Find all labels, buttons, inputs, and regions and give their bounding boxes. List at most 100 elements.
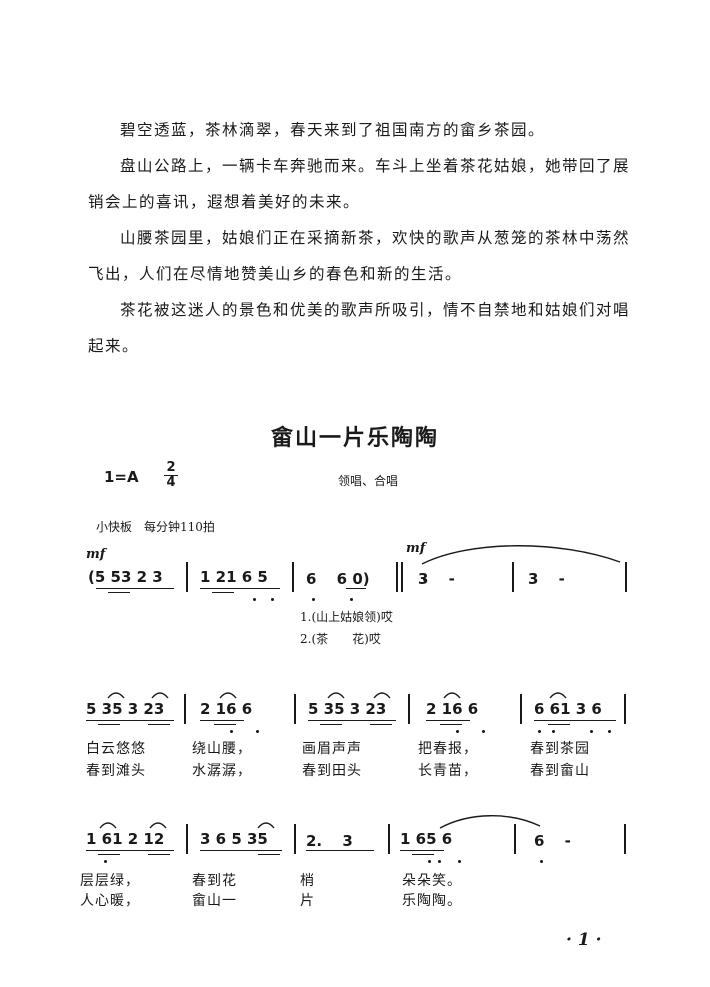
barline: [186, 824, 188, 854]
lyric-row-2-verse-1-bar-1: 白云悠悠: [86, 741, 146, 757]
beam-underline: [548, 724, 570, 726]
beam-underline: [200, 588, 280, 590]
lyric-row-2-verse-1-bar-4: 把春报，: [418, 741, 478, 757]
octave-dot: [230, 730, 233, 733]
octave-dot: [458, 860, 461, 863]
tempo-marking: 小快板 每分钟110拍: [96, 520, 215, 534]
beam-underline: [320, 724, 342, 726]
slur: [257, 822, 275, 829]
beam-underline: [108, 592, 130, 594]
barline: [625, 562, 627, 592]
barline: [292, 562, 294, 592]
lyric-row-2-verse-1-bar-3: 画眉声声: [302, 741, 362, 757]
lyric-row-3-verse-2-bar-4: 乐陶陶。: [402, 893, 462, 909]
slur: [327, 692, 345, 699]
time-signature-bottom: 4: [166, 475, 176, 490]
slur: [219, 692, 237, 699]
barline: [388, 824, 390, 854]
notation-row-3-bar-2: 3 6 5 35: [200, 830, 268, 848]
barline: [512, 562, 514, 592]
beam-underline: [346, 588, 366, 590]
octave-dot: [540, 860, 543, 863]
lyric-row-3-verse-1-bar-1: 层层绿，: [80, 873, 140, 889]
notation-row-3-bar-4: 1 65 6: [400, 830, 453, 848]
beam-underline: [400, 850, 444, 852]
lyric-row-2-verse-1-bar-5: 春到茶园: [530, 741, 590, 757]
notation-row-1-bar-3: 6 6 0): [306, 570, 370, 588]
octave-dot: [350, 598, 353, 601]
octave-dot: [253, 598, 256, 601]
barline: [396, 562, 398, 592]
notation-row-1-bar-1: (5 53 2 3: [88, 568, 163, 586]
tie-end: [439, 815, 541, 829]
octave-dot: [456, 730, 459, 733]
lyric-row-2-verse-2-bar-1: 春到滩头: [86, 763, 146, 779]
beam-underline: [306, 850, 374, 852]
barline: [624, 824, 626, 854]
beam-underline: [308, 720, 396, 722]
lyric-row-3-verse-2-bar-2: 畲山一: [192, 893, 237, 909]
notation-row-2-bar-3: 5 35 3 23: [308, 700, 387, 718]
octave-dot: [538, 730, 541, 733]
slur: [107, 692, 125, 699]
slur: [443, 692, 461, 699]
octave-dot: [482, 730, 485, 733]
octave-dot: [590, 730, 593, 733]
lyric-row-2-verse-2-bar-5: 春到畲山: [530, 763, 590, 779]
notation-row-1-bar-5: 3 -: [528, 570, 565, 588]
key-signature: 1=A: [104, 468, 139, 486]
barline: [514, 824, 516, 854]
barline: [294, 824, 296, 854]
performance-style: 领唱、合唱: [338, 474, 399, 488]
time-signature: 2 4: [164, 460, 178, 490]
dynamic-mf-voice: mf: [406, 541, 426, 556]
intro-paragraph-2: 盘山公路上，一辆卡车奔驰而来。车斗上坐着茶花姑娘，她带回了展销会上的喜讯，遐想着…: [88, 157, 631, 211]
beam-underline: [370, 724, 392, 726]
beam-underline: [148, 854, 170, 856]
time-signature-top: 2: [166, 460, 176, 475]
barline: [186, 562, 188, 592]
beam-underline: [86, 720, 174, 722]
beam-underline: [426, 720, 470, 722]
beam-underline: [412, 854, 434, 856]
beam-underline: [148, 724, 170, 726]
octave-dot: [312, 598, 315, 601]
slur: [151, 692, 169, 699]
beam-underline: [200, 850, 282, 852]
time-signature-bar: [164, 475, 178, 476]
lyric-row-2-verse-1-bar-2: 绕山腰，: [192, 741, 252, 757]
beam-underline: [440, 724, 462, 726]
intro-paragraph-1: 碧空透蓝，茶林滴翠，春天来到了祖国南方的畲乡茶园。: [120, 121, 546, 139]
notation-row-2-bar-2: 2 16 6: [200, 700, 253, 718]
page-number: · 1 ·: [566, 930, 602, 950]
intro-paragraph-4: 茶花被这迷人的景色和优美的歌声所吸引，情不自禁地和姑娘们对唱起来。: [88, 301, 631, 355]
notation-row-1-bar-2: 1 21 6 5: [200, 568, 268, 586]
notation-row-2-bar-5: 6 61 3 6: [534, 700, 602, 718]
lyric-row-3-verse-1-bar-2: 春到花: [192, 873, 237, 889]
notation-row-2-bar-1: 5 35 3 23: [86, 700, 165, 718]
beam-underline: [98, 854, 120, 856]
tie-long: [421, 545, 621, 565]
octave-dot: [271, 598, 274, 601]
lyric-row-2-verse-2-bar-3: 春到田头: [302, 763, 362, 779]
beam-underline: [534, 720, 616, 722]
lyric-row-3-verse-2-bar-3: 片: [300, 893, 315, 909]
barline: [401, 562, 403, 592]
lyric-row-3-verse-1-bar-4: 朵朵笑。: [402, 873, 462, 889]
beam-underline: [200, 720, 244, 722]
octave-dot: [608, 730, 611, 733]
slur: [373, 692, 391, 699]
notation-row-2-bar-4: 2 16 6: [426, 700, 479, 718]
beam-underline: [212, 592, 234, 594]
notation-row-3-bar-5: 6 -: [534, 832, 571, 850]
lyric-row-3-verse-1-bar-3: 梢: [300, 873, 315, 889]
octave-dot: [552, 730, 555, 733]
slur: [99, 822, 117, 829]
lyric-row-3-verse-2-bar-1: 人心暖，: [80, 893, 140, 909]
beam-underline: [86, 850, 174, 852]
barline: [184, 694, 186, 724]
beam-underline: [96, 588, 174, 590]
beam-underline: [214, 724, 236, 726]
octave-dot: [438, 860, 441, 863]
